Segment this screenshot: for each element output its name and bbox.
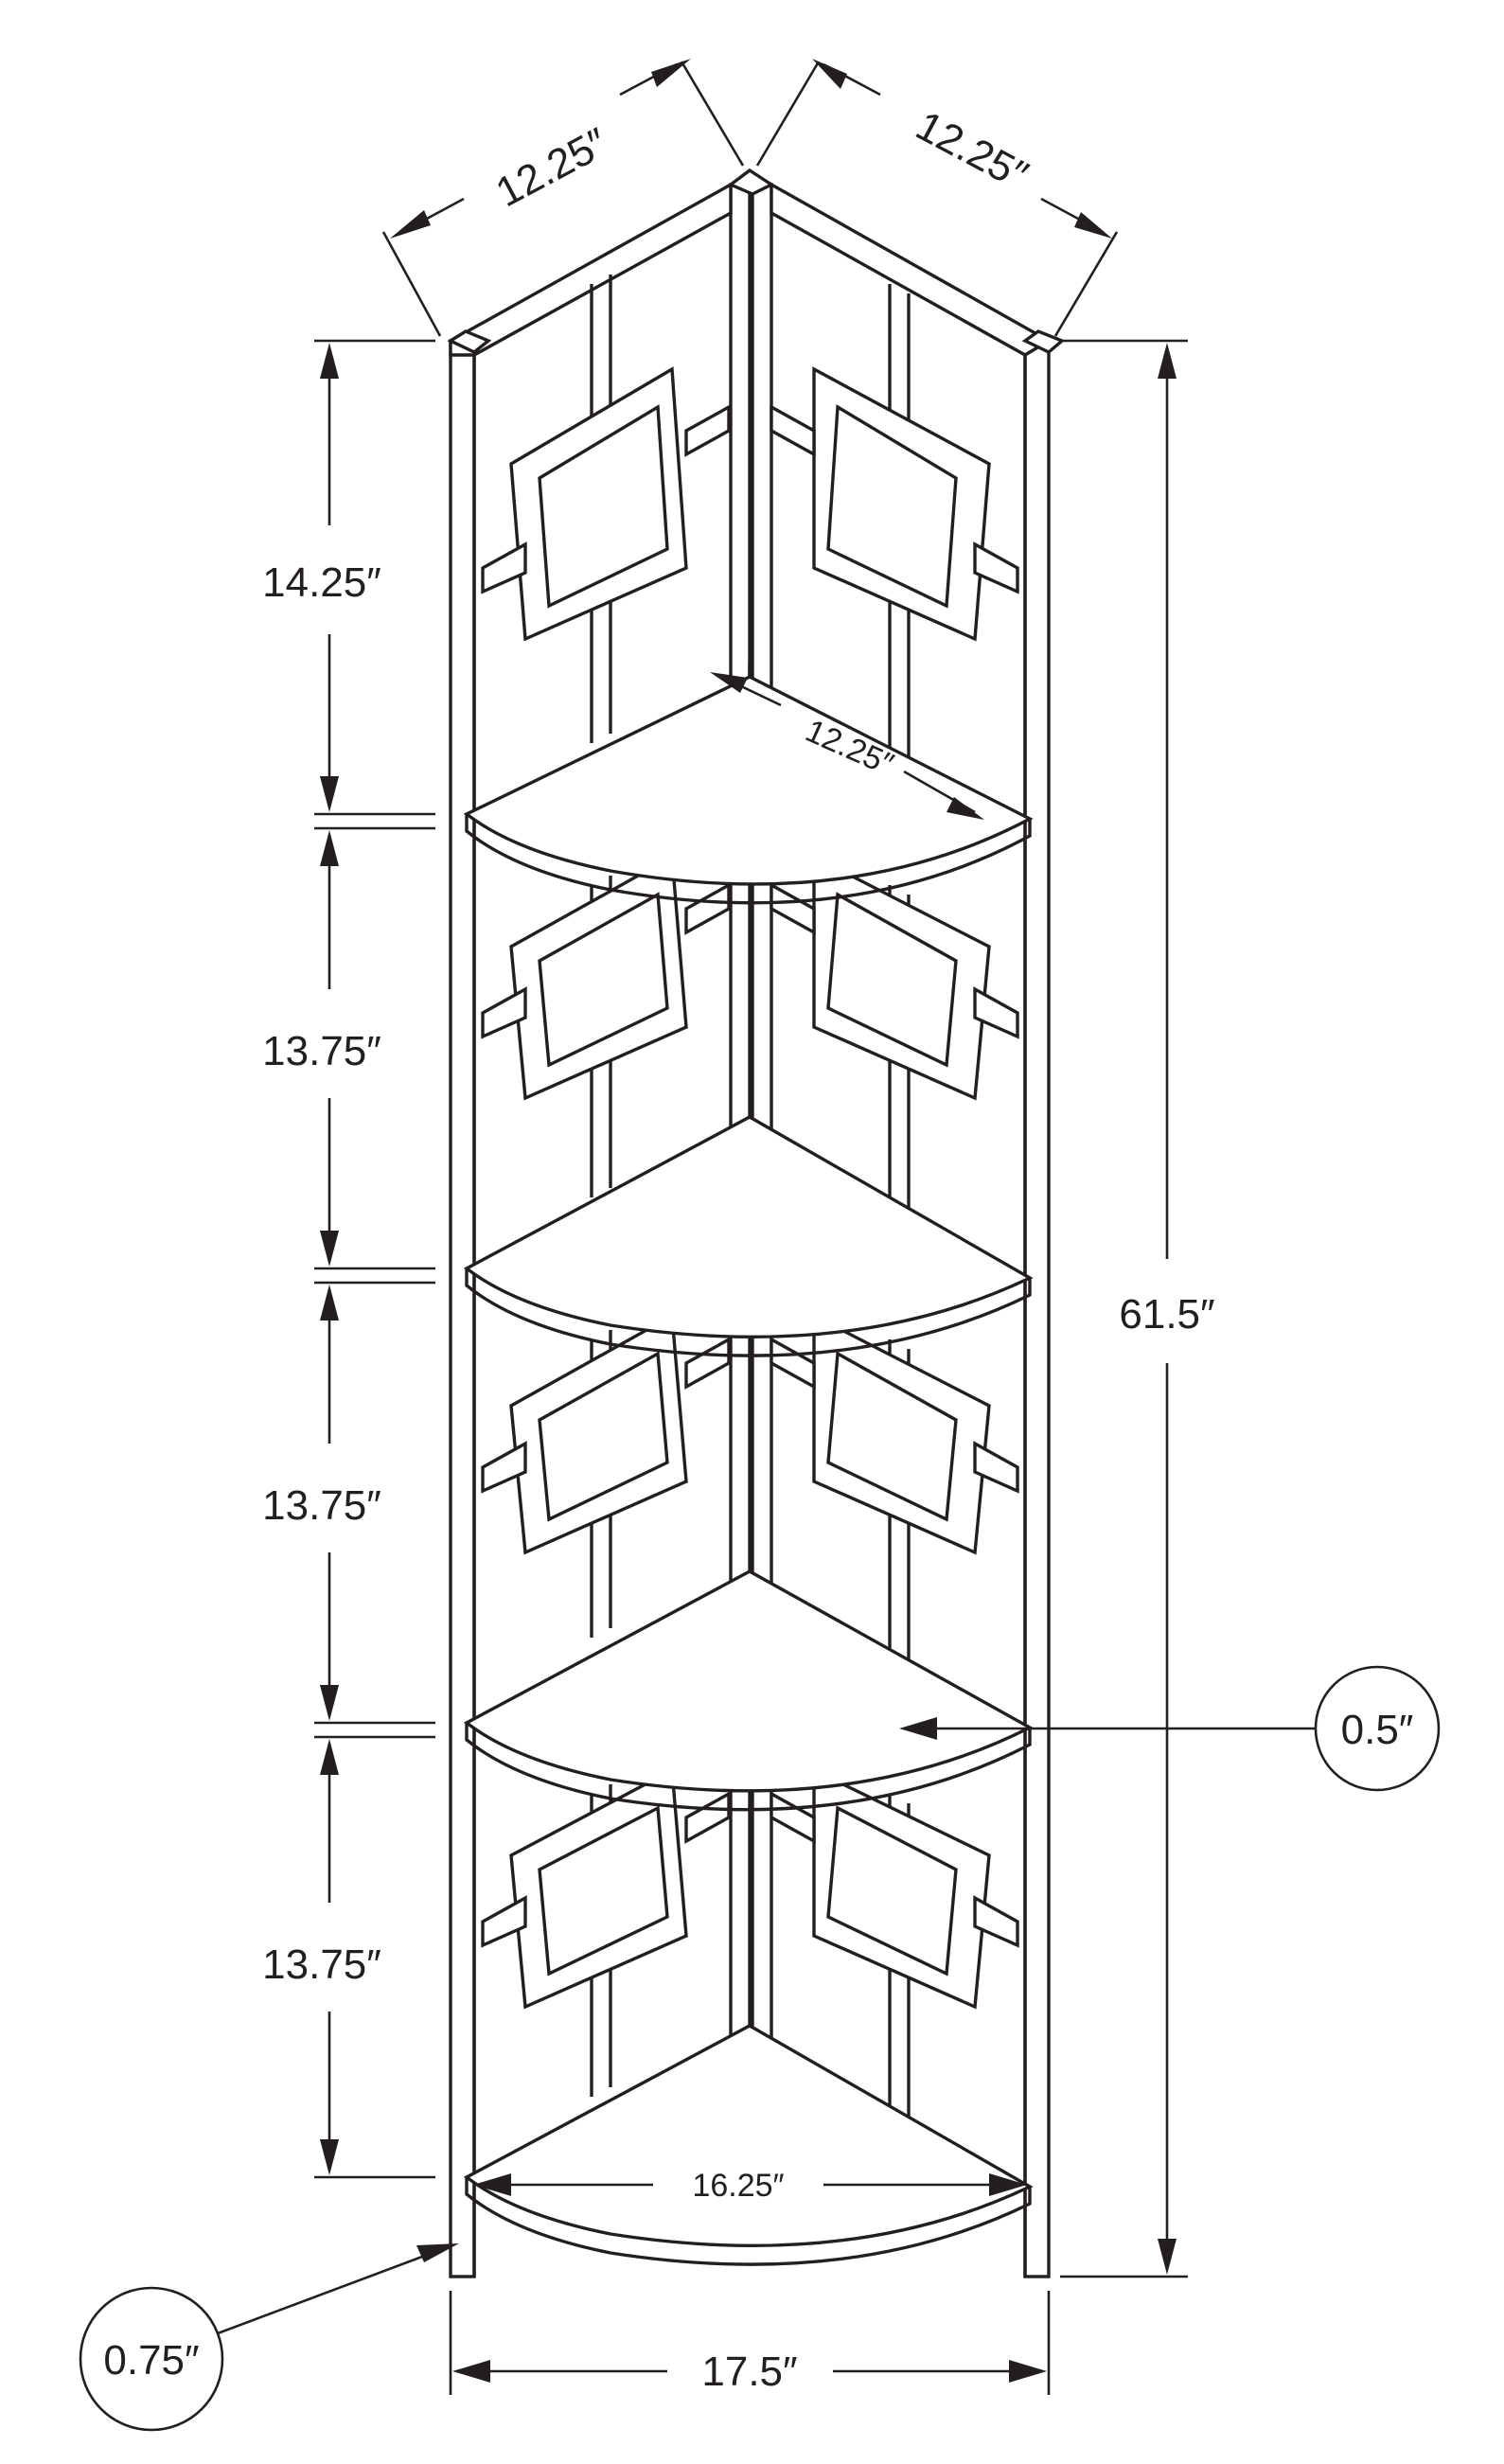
left-post-cap [447, 329, 492, 354]
label-shelf-gap-3: 13.75″ [262, 1482, 381, 1529]
decor-section-3 [481, 1313, 1019, 1671]
thickness-callout-circle [1314, 1665, 1441, 1792]
label-shelf-thickness: 0.5″ [1341, 1707, 1414, 1753]
decor-section-1 [481, 275, 1019, 781]
leg-callout-circle [79, 2286, 224, 2432]
right-post [1023, 339, 1051, 2278]
top-rail-left [449, 182, 733, 357]
dimension-lines [79, 59, 1441, 2432]
shelf-2 [463, 1115, 1034, 1338]
shelf-4 [463, 2024, 1034, 2247]
label-total-height: 61.5″ [1119, 1291, 1214, 1338]
decor-section-2 [481, 854, 1019, 1226]
label-shelf-gap-2: 13.75″ [262, 1028, 381, 1074]
label-top-right-depth: 12.25″ [909, 102, 1035, 199]
label-total-width: 17.5″ [701, 2349, 797, 2395]
left-post [449, 339, 476, 2278]
label-shelf-gap-4: 13.75″ [262, 1941, 381, 1988]
label-shelf-gap-1: 14.25″ [262, 559, 381, 606]
shelves [463, 663, 1034, 2266]
label-top-left-depth: 12.25″ [488, 119, 615, 216]
label-bottom-shelf-width: 16.25″ [692, 2168, 784, 2204]
label-leg-width: 0.75″ [103, 2337, 199, 2384]
decor-section-4 [481, 1767, 1019, 2130]
shelf-3 [463, 1569, 1034, 1793]
shelf-1 [463, 675, 1034, 886]
